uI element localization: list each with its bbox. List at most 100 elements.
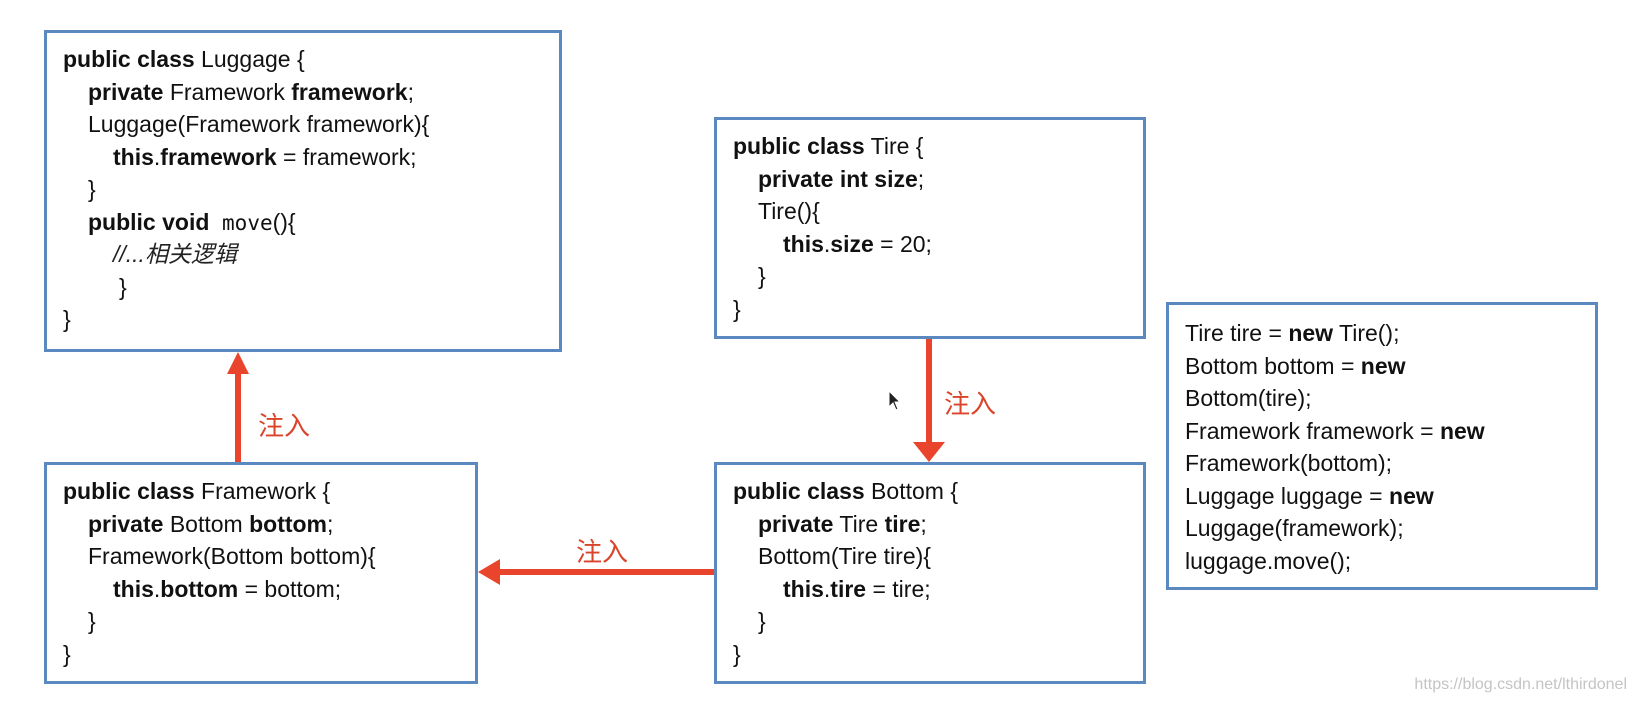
- arrow-down-label: 注入: [944, 390, 997, 420]
- code-line: this.tire = tire;: [733, 573, 1143, 606]
- code-line: luggage.move();: [1185, 547, 1352, 574]
- keyword: this: [783, 230, 824, 257]
- keyword: private: [88, 78, 164, 105]
- field-name: size: [830, 230, 874, 257]
- code-text: Luggage luggage =: [1185, 482, 1390, 509]
- keyword: public class: [63, 478, 195, 504]
- keyword: this: [113, 575, 154, 602]
- code-line: this.bottom = bottom;: [63, 573, 475, 606]
- punct: .: [823, 575, 831, 602]
- keyword: this: [113, 143, 154, 170]
- code-line: }: [88, 176, 96, 202]
- type-name: Framework: [163, 78, 292, 105]
- code-line: Luggage luggage = new: [1185, 480, 1595, 513]
- bottom-class-box: public class Bottom { private Tire tire;…: [714, 462, 1146, 684]
- arrow-left-label: 注入: [576, 538, 629, 568]
- code-line: }: [733, 295, 741, 322]
- keyword: public class: [63, 46, 195, 72]
- code-line: public class Bottom {: [733, 475, 1143, 508]
- code-line: private Framework framework;: [63, 76, 559, 109]
- code-line: public class Tire {: [733, 130, 1143, 163]
- main-code-box: Tire tire = new Tire(); Bottom bottom = …: [1166, 302, 1598, 590]
- type-name: Tire: [833, 510, 885, 537]
- code-text: (){: [272, 208, 296, 235]
- field-name: bottom: [249, 510, 328, 537]
- field-name: tire: [830, 575, 867, 602]
- code-line: Luggage(Framework framework){: [88, 111, 430, 137]
- code-text: Tire tire =: [1185, 320, 1289, 346]
- code-line: }: [88, 608, 96, 634]
- arrow-left-head: [478, 559, 500, 585]
- code-text: Tire();: [1333, 320, 1400, 346]
- code-comment: //...相关逻辑: [113, 241, 237, 267]
- punct: .: [153, 575, 161, 602]
- field-name: framework: [160, 143, 277, 170]
- keyword: private: [88, 510, 164, 537]
- class-name: Tire {: [864, 133, 924, 159]
- code-text: = framework;: [276, 143, 417, 170]
- code-text: Bottom bottom =: [1185, 352, 1361, 379]
- punct: .: [153, 143, 161, 170]
- class-name: Bottom {: [864, 478, 958, 504]
- keyword: private int size: [758, 165, 918, 192]
- code-line: }: [758, 608, 766, 634]
- framework-class-box: public class Framework { private Bottom …: [44, 462, 478, 684]
- code-text: Framework framework =: [1185, 417, 1440, 444]
- code-line: Framework(Bottom bottom){: [88, 543, 376, 569]
- field-name: framework: [291, 78, 408, 105]
- code-text: = 20;: [873, 230, 932, 257]
- keyword: new: [1360, 352, 1406, 379]
- class-name: Framework {: [194, 478, 331, 504]
- field-name: tire: [884, 510, 921, 537]
- arrow-up-head: [227, 352, 249, 374]
- keyword: new: [1389, 482, 1434, 509]
- code-line: }: [63, 306, 71, 332]
- watermark: https://blog.csdn.net/lthirdonel: [1414, 676, 1627, 693]
- punct: ;: [407, 78, 414, 105]
- code-line: Bottom(tire);: [1185, 385, 1312, 411]
- luggage-class-box: public class Luggage { private Framework…: [44, 30, 562, 352]
- code-line: }: [758, 263, 766, 289]
- code-line: this.framework = framework;: [63, 141, 559, 174]
- keyword: public class: [733, 133, 865, 159]
- keyword: this: [783, 575, 824, 602]
- code-line: private Bottom bottom;: [63, 508, 475, 541]
- keyword: public void: [88, 208, 210, 235]
- code-line: Bottom bottom = new: [1185, 350, 1595, 383]
- code-line: Framework framework = new: [1185, 415, 1595, 448]
- field-name: bottom: [160, 575, 239, 602]
- code-line: Luggage(framework);: [1185, 515, 1404, 541]
- code-line: Tire(){: [758, 198, 820, 224]
- code-line: public class Luggage {: [63, 43, 559, 76]
- code-line: this.size = 20;: [733, 228, 1143, 261]
- punct: ;: [327, 510, 334, 537]
- keyword: private: [758, 510, 834, 537]
- tire-class-box: public class Tire { private int size; Ti…: [714, 117, 1146, 339]
- arrow-up: [227, 352, 249, 462]
- code-line: private Tire tire;: [733, 508, 1143, 541]
- code-line: private int size;: [733, 163, 1143, 196]
- punct: ;: [917, 165, 925, 192]
- method-name: move: [209, 210, 273, 235]
- keyword: public class: [733, 478, 865, 504]
- arrow-down-head: [913, 442, 945, 462]
- keyword: new: [1439, 417, 1485, 444]
- code-line: }: [63, 640, 71, 667]
- code-line: }: [733, 640, 741, 667]
- code-line: Framework(bottom);: [1185, 450, 1393, 476]
- type-name: Bottom: [163, 510, 250, 537]
- mouse-cursor-icon: [888, 390, 902, 411]
- keyword: new: [1288, 320, 1334, 346]
- arrow-down: [913, 339, 945, 462]
- code-text: = tire;: [866, 575, 931, 602]
- code-line: public class Framework {: [63, 475, 475, 508]
- code-line: public void move(){: [63, 206, 559, 239]
- arrow-up-label: 注入: [258, 412, 311, 442]
- code-line: Bottom(Tire tire){: [758, 543, 931, 569]
- punct: .: [823, 230, 831, 257]
- class-name: Luggage {: [194, 46, 305, 72]
- code-text: = bottom;: [238, 575, 342, 602]
- punct: ;: [920, 510, 927, 537]
- code-line: Tire tire = new Tire();: [1185, 317, 1595, 350]
- code-line: }: [119, 273, 127, 300]
